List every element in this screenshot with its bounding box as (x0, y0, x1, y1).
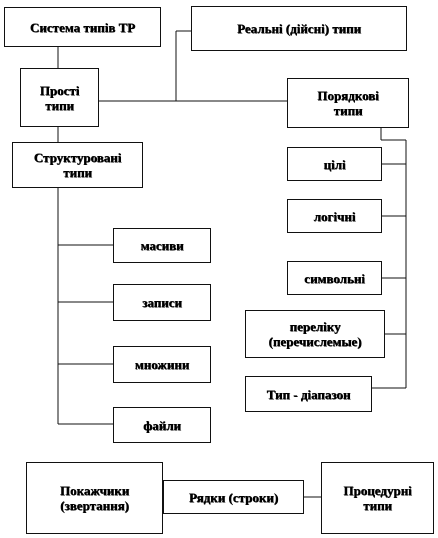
integer-label: цілі (323, 156, 346, 172)
records-label: записи (142, 295, 182, 310)
records-box: записи (113, 284, 211, 321)
structured-types-line-1: Структуровані (33, 150, 122, 165)
arrays-label: масиви (140, 238, 184, 253)
simple-types-box: Прості типи (20, 68, 99, 127)
strings-label: Рядки (строки) (188, 489, 279, 505)
real-types-label: Реальні (дійсні) типи (237, 21, 361, 36)
sets-box: множини (113, 346, 211, 383)
enum-line-1: переліку (289, 319, 341, 334)
procedural-line-1: Процедурні (343, 483, 412, 498)
pointers-box: Покажчики (звертання) (26, 462, 163, 534)
enum-line-2: (перечислемые) (268, 334, 362, 349)
ordinal-types-line-1: Порядкові (317, 88, 379, 103)
procedural-types-box: Процедурні типи (321, 462, 434, 534)
ordinal-types-line-2: типи (333, 103, 363, 118)
boolean-label: логічні (313, 208, 356, 224)
range-box: Тип - діапазон (245, 376, 372, 412)
structured-types-box: Структуровані типи (12, 142, 143, 188)
files-label: файли (143, 417, 181, 433)
integer-box: цілі (287, 147, 382, 181)
simple-types-line-1: Прості (39, 82, 80, 98)
strings-box: Рядки (строки) (163, 480, 304, 514)
type-system-label: Система типів TP (29, 19, 136, 35)
char-label: символьні (304, 270, 365, 286)
enum-box: переліку (перечислемые) (245, 310, 385, 358)
files-box: файли (113, 407, 211, 443)
pointers-line-2: (звертання) (60, 498, 129, 513)
procedural-line-2: типи (363, 498, 392, 513)
simple-types-line-2: типи (45, 97, 74, 113)
structured-types-line-2: типи (63, 165, 92, 180)
pointers-line-1: Покажчики (59, 483, 130, 498)
range-label: Тип - діапазон (266, 386, 351, 402)
sets-label: множини (134, 357, 190, 372)
real-types-box: Реальні (дійсні) типи (191, 6, 407, 51)
arrays-box: масиви (113, 228, 211, 263)
type-system-box: Система типів TP (4, 7, 161, 47)
boolean-box: логічні (287, 199, 382, 233)
ordinal-types-box: Порядкові типи (287, 78, 409, 128)
char-box: символьні (287, 261, 382, 295)
